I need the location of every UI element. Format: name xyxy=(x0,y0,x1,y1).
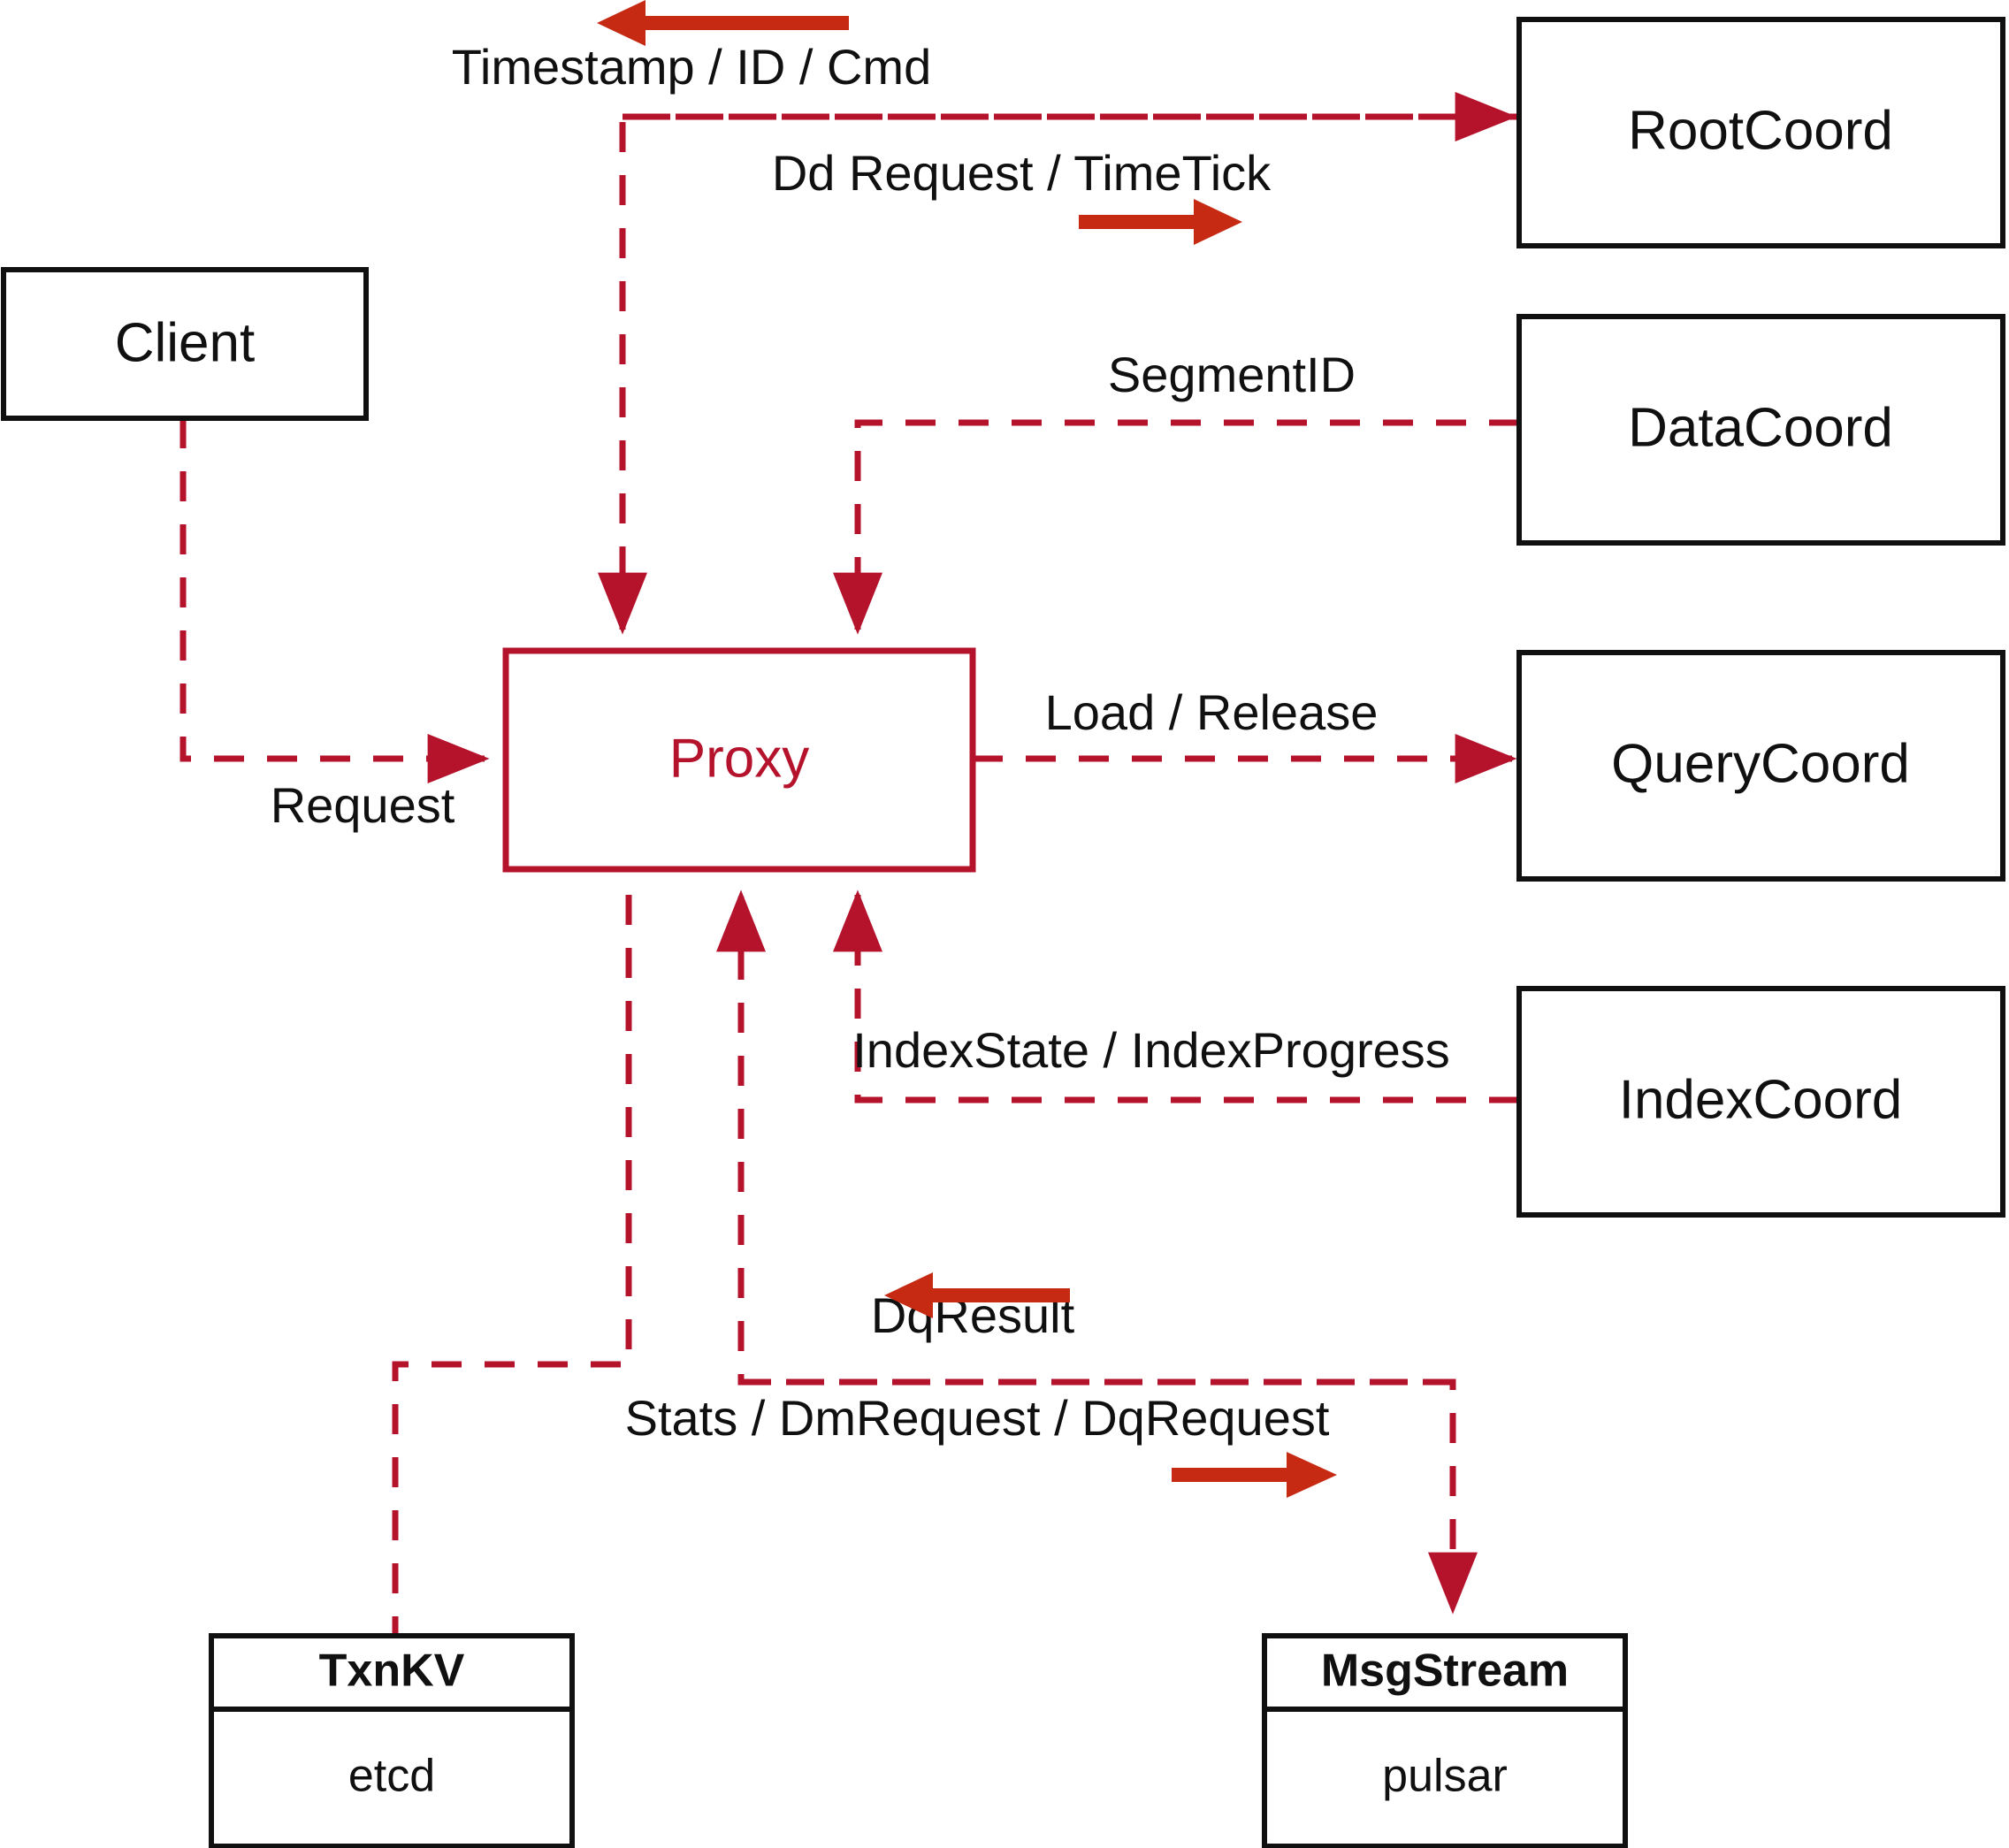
node-indexcoord-label: IndexCoord xyxy=(1619,1069,1903,1130)
direction-arrow-dd-request-timetick-icon xyxy=(1079,199,1242,245)
edge-label-dd-request-timetick: Dd Request / TimeTick xyxy=(772,145,1272,201)
node-rootcoord[interactable]: RootCoord xyxy=(1516,17,2005,248)
edge-label-load-release: Load / Release xyxy=(1045,684,1379,740)
edge-label-segmentid: SegmentID xyxy=(1108,347,1356,402)
edge-rootcoord-to-proxy xyxy=(598,113,1519,635)
edge-client-to-proxy xyxy=(180,418,490,783)
node-msgstream-body: pulsar xyxy=(1382,1751,1508,1802)
node-datacoord-label: DataCoord xyxy=(1628,397,1893,458)
node-indexcoord[interactable]: IndexCoord xyxy=(1516,986,2005,1218)
node-txnkv-body: etcd xyxy=(348,1751,435,1802)
edge-indexcoord-to-proxy xyxy=(833,890,1519,1103)
node-client[interactable]: Client xyxy=(1,267,369,421)
node-client-label: Client xyxy=(115,312,256,373)
direction-arrow-stats-dm-dq-request-icon xyxy=(1172,1452,1337,1498)
node-proxy[interactable]: Proxy xyxy=(502,647,976,873)
node-msgstream-header: MsgStream xyxy=(1321,1646,1569,1697)
node-querycoord[interactable]: QueryCoord xyxy=(1516,650,2005,882)
node-txnkv-header: TxnKV xyxy=(319,1646,465,1697)
edge-label-request: Request xyxy=(271,777,455,833)
edge-msgstream-to-proxy xyxy=(716,890,1453,1386)
edge-label-timestamp-id-cmd: Timestamp / ID / Cmd xyxy=(452,39,931,95)
direction-arrow-dq-result-icon xyxy=(884,1272,1070,1318)
edge-label-indexstate-indexprogress: IndexState / IndexProgress xyxy=(852,1022,1450,1078)
edge-datacoord-to-proxy xyxy=(833,419,1519,635)
edge-label-stats-dmrequest-dqrequest: Stats / DmRequest / DqRequest xyxy=(625,1390,1330,1446)
node-querycoord-label: QueryCoord xyxy=(1611,733,1910,794)
node-txnkv[interactable]: TxnKV etcd xyxy=(209,1633,575,1848)
edge-proxy-to-msgstream xyxy=(741,1378,1478,1615)
direction-arrow-timestamp-id-cmd-icon xyxy=(597,0,849,46)
node-rootcoord-label: RootCoord xyxy=(1628,100,1893,161)
node-msgstream[interactable]: MsgStream pulsar xyxy=(1262,1633,1628,1848)
edge-proxy-to-txnkv xyxy=(392,895,632,1636)
node-proxy-label: Proxy xyxy=(669,728,809,789)
node-datacoord[interactable]: DataCoord xyxy=(1516,314,2005,546)
